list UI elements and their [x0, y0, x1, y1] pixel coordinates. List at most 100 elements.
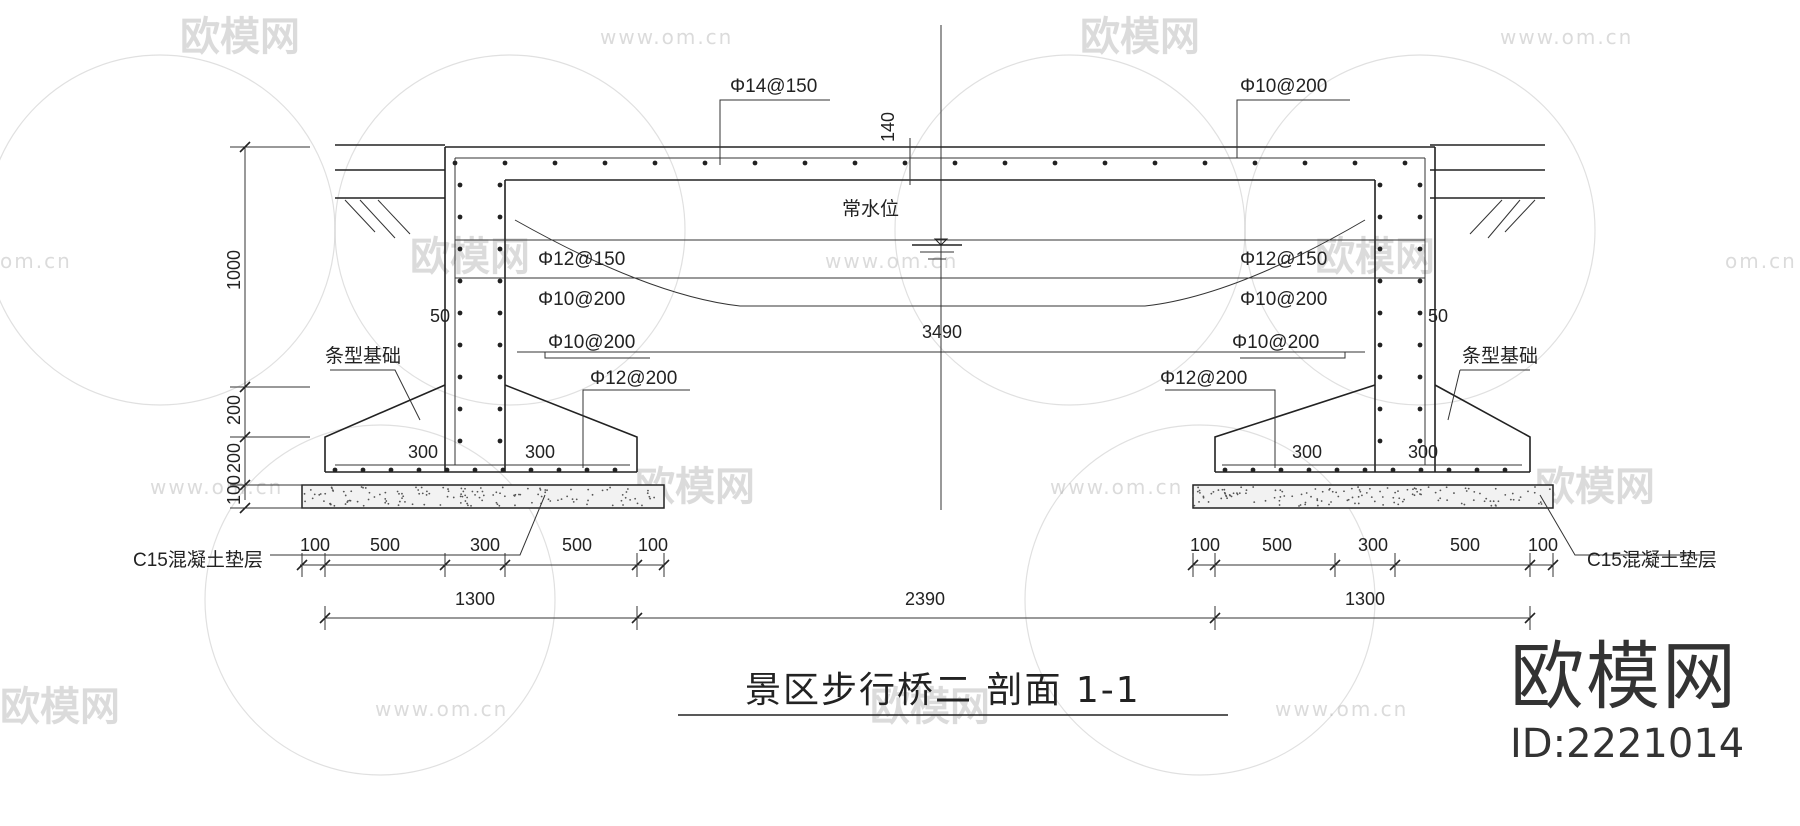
concrete-grain	[1350, 487, 1353, 490]
concrete-grain	[1245, 492, 1247, 495]
concrete-grain	[471, 490, 474, 493]
watermark-url: om.cn	[0, 249, 72, 273]
rebar-dot	[584, 467, 590, 473]
left-bottom-dim: 300	[470, 535, 500, 555]
concrete-grain	[587, 499, 589, 502]
concrete-grain	[1392, 496, 1395, 499]
rebar-dot	[652, 160, 658, 166]
rebar-dot	[1377, 214, 1383, 220]
rebar-dot	[1102, 160, 1108, 166]
vertical-dim: 200	[224, 395, 244, 425]
concrete-grain	[319, 493, 322, 495]
concrete-grain	[1406, 488, 1409, 491]
watermark-brand: 欧模网	[0, 684, 120, 730]
rebar-dot	[452, 160, 458, 166]
concrete-grain	[360, 486, 363, 488]
concrete-grain	[373, 496, 376, 498]
concrete-grain	[1197, 486, 1200, 489]
concrete-grain	[1238, 492, 1241, 495]
watermark-brand: 欧模网	[410, 234, 530, 280]
concrete-grain	[411, 503, 414, 506]
concrete-grain	[418, 492, 421, 495]
watermark-brand: 欧模网	[870, 684, 990, 730]
concrete-grain	[1379, 490, 1381, 493]
concrete-grain	[622, 504, 624, 506]
rebar-dot	[1377, 310, 1383, 316]
dimension-tick	[239, 141, 251, 153]
concrete-grain	[324, 492, 327, 495]
watermark-url: www.om.cn	[375, 697, 508, 721]
concrete-grain	[1446, 499, 1449, 502]
concrete-grain	[1232, 492, 1235, 495]
concrete-grain	[387, 502, 390, 505]
label-right-footing-b: 300	[1408, 442, 1438, 462]
watermark-url: www.om.cn	[1500, 25, 1633, 49]
overall-dim: 1300	[1345, 589, 1385, 609]
concrete-grain	[513, 495, 516, 497]
rebar-dot	[457, 278, 463, 284]
concrete-grain	[367, 498, 370, 501]
label-water-level: 常水位	[842, 198, 899, 220]
ground-right	[1430, 144, 1545, 239]
label-right-foundation: 条型基础	[1462, 345, 1538, 367]
concrete-grain	[425, 490, 428, 493]
concrete-grain	[452, 496, 455, 499]
concrete-grain	[479, 487, 482, 489]
concrete-grain	[495, 491, 498, 494]
dimension-tick	[239, 479, 251, 491]
concrete-grain	[398, 500, 401, 503]
concrete-grain	[1509, 498, 1512, 501]
watermark-url: www.om.cn	[600, 25, 733, 49]
concrete-grain	[318, 493, 321, 496]
rebar-dot	[1352, 160, 1358, 166]
concrete-grain	[1198, 489, 1201, 492]
concrete-grain	[332, 490, 335, 492]
rebar-dot	[528, 467, 534, 473]
annotations: Φ14@150 Φ10@200 140 常水位 Φ12@150 Φ12@150 …	[133, 76, 1717, 609]
watermark-url: www.om.cn	[1050, 475, 1183, 499]
concrete-grain	[549, 500, 552, 502]
concrete-grain	[1346, 499, 1349, 502]
watermark-url: om.cn	[1725, 249, 1797, 273]
concrete-grain	[1281, 490, 1284, 493]
concrete-grain	[481, 499, 484, 502]
concrete-grain	[1321, 490, 1324, 493]
concrete-grain	[1464, 487, 1467, 490]
concrete-grain	[344, 494, 347, 497]
concrete-grain	[1335, 491, 1338, 494]
rebar-dot	[1377, 406, 1383, 412]
concrete-grain	[401, 492, 403, 495]
concrete-grain	[1210, 492, 1213, 495]
rebar-dot	[1417, 438, 1423, 444]
vertical-dim: 200	[224, 443, 244, 473]
concrete-grain	[1453, 492, 1455, 494]
rebar-dot	[497, 406, 503, 412]
concrete-grain	[587, 488, 590, 491]
concrete-grain	[1207, 501, 1210, 503]
concrete-grain	[557, 499, 559, 502]
concrete-grain	[1512, 498, 1515, 501]
concrete-grain	[478, 496, 481, 499]
concrete-grain	[1537, 502, 1540, 505]
overall-dim: 2390	[905, 589, 945, 609]
concrete-grain	[526, 487, 529, 490]
concrete-grain	[1416, 490, 1419, 493]
rebar-dot	[472, 467, 478, 473]
concrete-grain	[647, 489, 649, 492]
rebar-dot	[1202, 160, 1208, 166]
concrete-grain	[1351, 496, 1354, 499]
concrete-grain	[648, 495, 651, 498]
rebar-dot	[1417, 246, 1423, 252]
concrete-grain	[1196, 490, 1199, 493]
rebar-dot	[444, 467, 450, 473]
concrete-grain	[1357, 502, 1360, 505]
concrete-grain	[1370, 496, 1373, 499]
label-left-cover: 50	[430, 306, 450, 326]
concrete-grain	[1393, 501, 1396, 504]
label-left-footing-b: 300	[525, 442, 555, 462]
concrete-grain	[629, 498, 632, 501]
concrete-grain	[653, 496, 656, 499]
concrete-grain	[495, 501, 498, 504]
concrete-grain	[323, 500, 325, 502]
